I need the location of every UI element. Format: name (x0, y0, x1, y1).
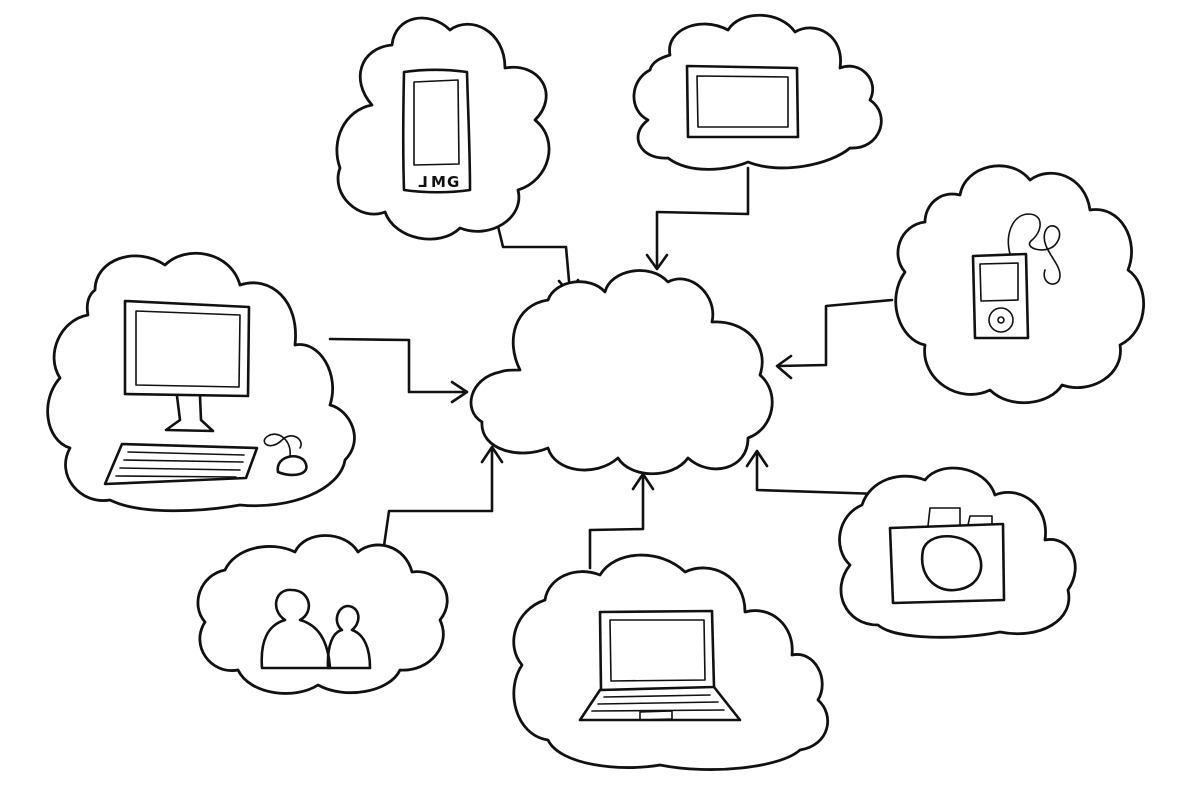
laptop-icon (578, 609, 742, 722)
users-cloud (196, 534, 449, 695)
users-icon (260, 588, 372, 670)
node-tablet (632, 13, 883, 171)
media-player-cloud (894, 164, 1146, 405)
arrow-media-player (775, 354, 793, 380)
arrow-camera (745, 449, 769, 468)
phone-button-middle: M (431, 173, 446, 191)
desktop-cloud (46, 251, 356, 513)
phone-button-right: G (447, 173, 459, 191)
media-player-icon (971, 213, 1061, 340)
edge-desktop (328, 337, 468, 394)
phone-button-left: ⅃ (418, 173, 428, 191)
edge-laptop (588, 473, 645, 570)
arrow-tablet (645, 253, 669, 271)
node-media-player (894, 164, 1146, 405)
smartphone-cloud (335, 16, 551, 241)
edge-smartphone (495, 220, 572, 294)
tablet-cloud (632, 13, 883, 171)
laptop-cloud (512, 553, 830, 771)
camera-icon (888, 507, 1006, 605)
edge-tablet (655, 166, 750, 270)
edge-users (380, 446, 494, 562)
arrow-desktop (450, 380, 469, 404)
arrow-users (480, 445, 504, 464)
desktop-computer-icon (103, 299, 308, 486)
smartphone-icon: ⅃ M G (401, 68, 472, 194)
edge-camera (755, 450, 882, 496)
center-cloud-shape (469, 269, 774, 476)
connectors (328, 166, 894, 570)
node-desktop-computer (46, 251, 356, 513)
node-users (196, 534, 449, 695)
node-camera (838, 466, 1077, 639)
node-laptop (512, 553, 830, 771)
edge-media-player (776, 298, 894, 368)
tablet-icon (685, 64, 800, 139)
node-smartphone: ⅃ M G (335, 16, 551, 241)
center-cloud (469, 269, 774, 476)
camera-cloud (838, 466, 1077, 639)
